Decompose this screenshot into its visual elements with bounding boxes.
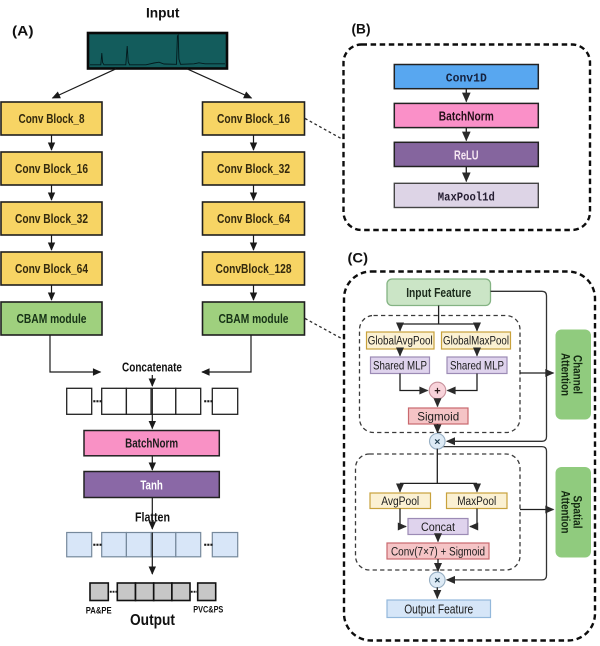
svg-text:GlobalAvgPool: GlobalAvgPool (368, 336, 433, 348)
svg-text:Conv Block_16: Conv Block_16 (217, 111, 290, 126)
svg-text:Conv Block_8: Conv Block_8 (19, 111, 85, 126)
svg-text:PVC&PS: PVC&PS (193, 605, 223, 615)
svg-text:Concat: Concat (421, 520, 456, 534)
svg-text:Shared MLP: Shared MLP (450, 359, 504, 373)
svg-text:Channel: Channel (571, 355, 583, 394)
svg-text:Output Feature: Output Feature (404, 603, 473, 617)
svg-text:Spatial: Spatial (571, 496, 583, 529)
svg-text:+: + (434, 385, 440, 397)
svg-text:Output: Output (130, 612, 176, 629)
svg-text:BatchNorm: BatchNorm (125, 436, 178, 451)
svg-text:Input: Input (146, 5, 180, 21)
svg-text:MaxPool1d: MaxPool1d (438, 190, 495, 204)
svg-text:Conv Block_64: Conv Block_64 (15, 261, 89, 276)
svg-text:Sigmoid: Sigmoid (417, 410, 459, 424)
svg-text:Conv Block_16: Conv Block_16 (15, 161, 88, 176)
svg-text:CBAM module: CBAM module (219, 311, 289, 326)
svg-text:×: × (434, 436, 440, 448)
svg-text:(B): (B) (352, 21, 371, 37)
svg-text:Conv Block_32: Conv Block_32 (15, 211, 88, 226)
svg-text:BatchNorm: BatchNorm (439, 109, 494, 124)
svg-text:Attention: Attention (559, 491, 571, 534)
svg-text:ConvBlock_128: ConvBlock_128 (216, 261, 292, 276)
svg-text:Conv(7×7) + Sigmoid: Conv(7×7) + Sigmoid (391, 547, 485, 559)
svg-text:×: × (434, 575, 440, 587)
svg-text:CBAM module: CBAM module (17, 311, 87, 326)
svg-text:Shared MLP: Shared MLP (373, 359, 427, 373)
svg-text:Conv Block_32: Conv Block_32 (217, 161, 290, 176)
svg-text:MaxPool: MaxPool (457, 496, 496, 508)
svg-text:PA&PE: PA&PE (86, 606, 112, 616)
svg-text:(C): (C) (348, 250, 369, 266)
svg-text:Flatten: Flatten (135, 511, 170, 525)
svg-text:Attention: Attention (559, 353, 571, 396)
svg-text:Tanh: Tanh (140, 478, 163, 493)
svg-text:ReLU: ReLU (454, 147, 479, 162)
svg-text:Concatenate: Concatenate (122, 361, 182, 375)
svg-text:Conv Block_64: Conv Block_64 (217, 211, 291, 226)
svg-text:AvgPool: AvgPool (381, 496, 419, 508)
svg-text:(A): (A) (12, 23, 34, 39)
svg-text:GlobalMaxPool: GlobalMaxPool (443, 336, 509, 348)
svg-text:Conv1D: Conv1D (446, 72, 487, 86)
svg-text:Input Feature: Input Feature (406, 286, 471, 300)
